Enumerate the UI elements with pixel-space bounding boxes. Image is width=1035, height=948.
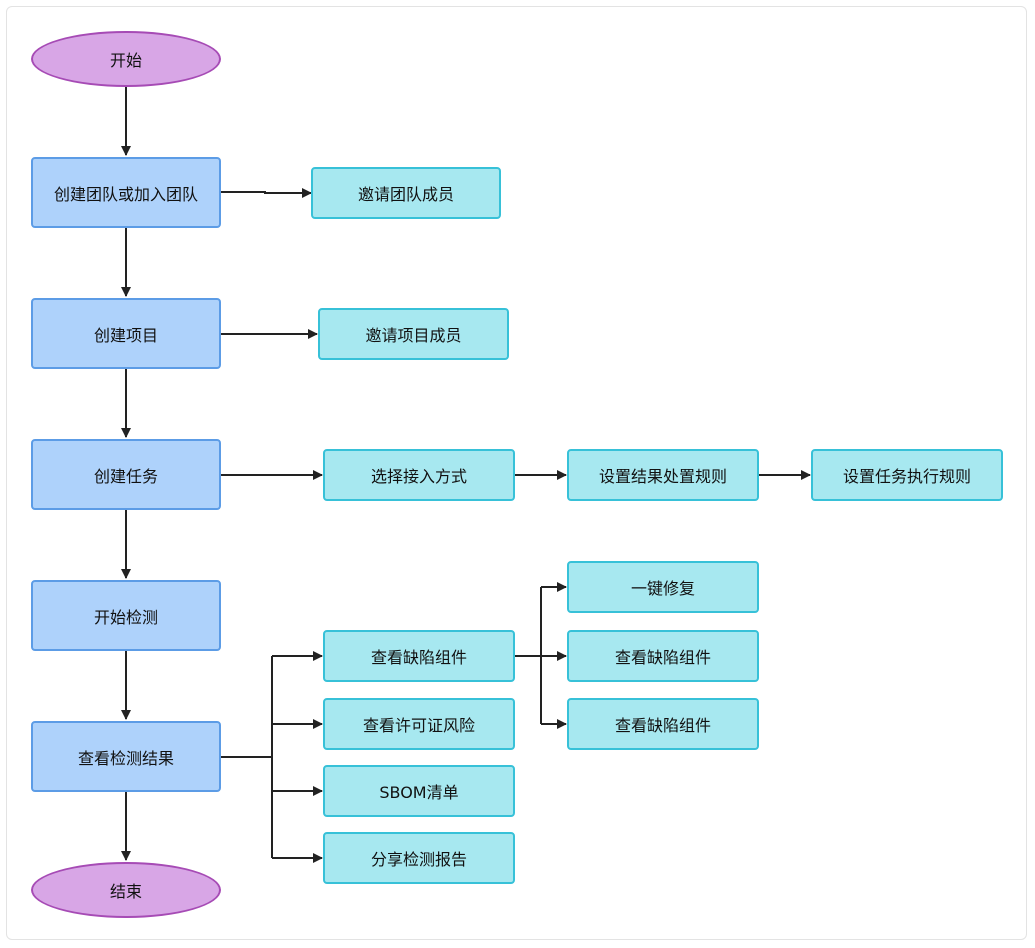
share-detection-report-node: 分享检测报告 xyxy=(323,832,515,884)
end-node: 结束 xyxy=(31,862,221,918)
start-node: 开始 xyxy=(31,31,221,87)
set-result-disposal-rules-node: 设置结果处置规则 xyxy=(567,449,759,501)
create-or-join-team-step: 创建团队或加入团队 xyxy=(31,157,221,228)
one-click-fix-node: 一键修复 xyxy=(567,561,759,613)
invite-project-members-node: 邀请项目成员 xyxy=(318,308,509,360)
view-license-risk-node: 查看许可证风险 xyxy=(323,698,515,750)
sbom-list-node: SBOM清单 xyxy=(323,765,515,817)
create-project-step: 创建项目 xyxy=(31,298,221,369)
invite-team-members-node: 邀请团队成员 xyxy=(311,167,501,219)
start-detection-step: 开始检测 xyxy=(31,580,221,651)
set-task-execution-rules-node: 设置任务执行规则 xyxy=(811,449,1003,501)
view-defective-components-node-3: 查看缺陷组件 xyxy=(567,698,759,750)
arrow-team-to-invite xyxy=(221,188,312,198)
create-task-step: 创建任务 xyxy=(31,439,221,510)
view-defective-components-node: 查看缺陷组件 xyxy=(323,630,515,682)
select-access-method-node: 选择接入方式 xyxy=(323,449,515,501)
view-defective-components-node-2: 查看缺陷组件 xyxy=(567,630,759,682)
view-detection-results-step: 查看检测结果 xyxy=(31,721,221,792)
